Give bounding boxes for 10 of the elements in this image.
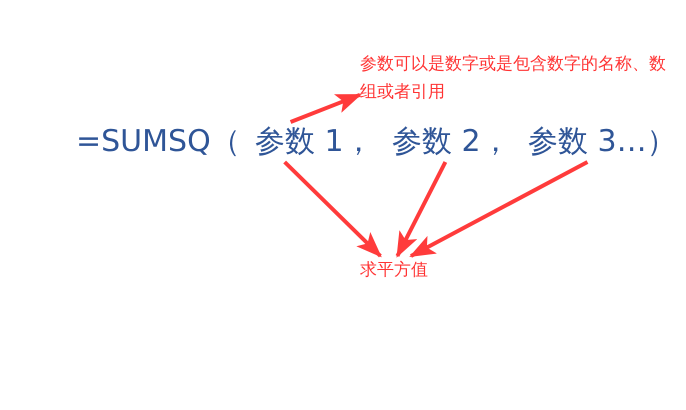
note-text: 求平方值 <box>360 256 428 284</box>
arrow <box>283 160 382 258</box>
arrow <box>409 160 588 258</box>
argument-text: 参数 2， <box>392 122 511 162</box>
note-text: 参数可以是数字或是包含数字的名称、数组或者引用 <box>360 50 680 106</box>
argument-text: 参数 3…） <box>528 122 677 162</box>
argument-text: 参数 1， <box>255 122 374 162</box>
arrow <box>396 161 448 258</box>
formula-text: =SUMSQ（ <box>76 123 241 161</box>
arrow <box>290 92 362 124</box>
